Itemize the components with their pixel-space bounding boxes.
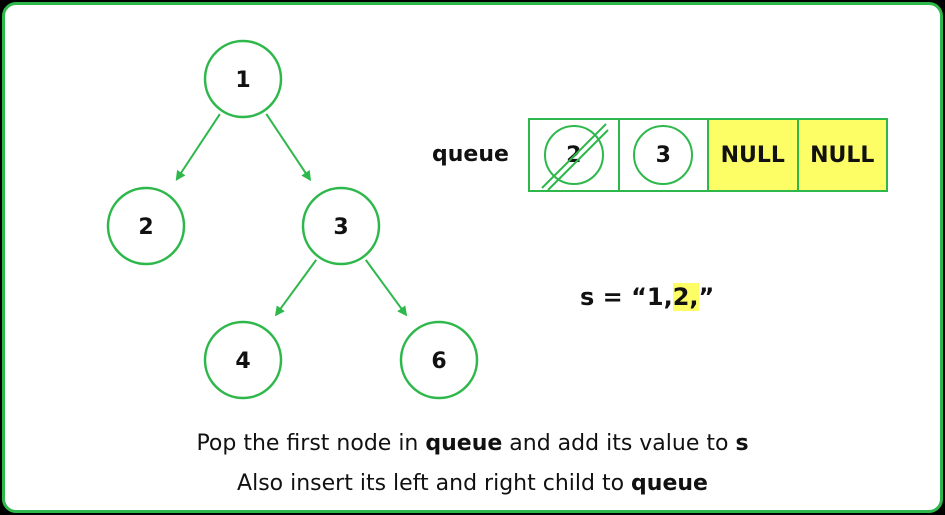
caption-text: Also insert its left and right child to (237, 471, 632, 496)
queue-cell: 2 (530, 120, 620, 191)
queue-node-circle: 3 (633, 125, 694, 185)
queue-cell-null: NULL (798, 120, 886, 190)
caption-line-1: Pop the first node in queue and add its … (0, 424, 945, 464)
caption-bold: queue (425, 431, 503, 456)
tree-node-circle (203, 39, 283, 119)
caption-text: and add its value to (502, 431, 736, 456)
tree-edge-arrow (265, 113, 312, 182)
tree-node-circle (399, 320, 479, 400)
tree-node-circle (203, 320, 283, 400)
tree-node-label: 3 (333, 215, 348, 240)
caption-bold: queue (631, 471, 708, 496)
queue-cell-value: 3 (655, 142, 671, 168)
queue-array: 2 3 NULL NULL (528, 118, 888, 192)
queue-cell: 3 (620, 120, 709, 190)
queue-label: queue (432, 142, 509, 167)
caption: Pop the first node in queue and add its … (0, 424, 945, 504)
tree-node-label: 6 (431, 349, 446, 374)
queue-cell-null: NULL (709, 120, 799, 190)
tree-node-label: 4 (235, 349, 250, 374)
tree-edge-arrow (364, 259, 408, 317)
caption-bold: s (735, 431, 749, 456)
queue-cell-value: NULL (720, 142, 785, 168)
tree-edge-arrow (175, 113, 221, 181)
strike-through-icon (541, 123, 609, 191)
tree-node-circle (301, 186, 381, 266)
queue-cell-value: NULL (810, 142, 875, 168)
caption-text: Pop the first node in (196, 431, 426, 456)
s-highlighted-part: 2, (672, 283, 699, 311)
tree-node-label: 1 (235, 68, 250, 93)
tree-node-circle (106, 186, 186, 266)
tree-edge-arrow (274, 259, 318, 317)
s-string-expression: s = “1,2,” (580, 283, 714, 311)
s-suffix: ” (698, 283, 715, 311)
caption-line-2: Also insert its left and right child to … (0, 464, 945, 504)
s-prefix: s = “1, (580, 283, 673, 311)
tree-node-label: 2 (138, 215, 153, 240)
